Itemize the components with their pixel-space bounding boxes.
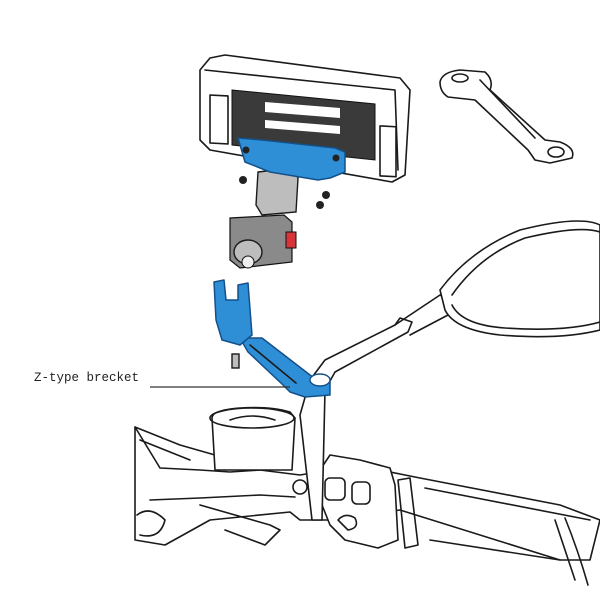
holder-mount-plate [237,137,346,181]
spare-z-bracket-inset [439,69,574,164]
bolt [231,353,240,369]
z-type-bracket [213,279,331,398]
mirror [299,220,600,521]
lock-knob-block [229,214,297,269]
handlebar [134,406,600,586]
callout-label-z-type-bracket: Z-type brecket [34,371,140,385]
screw-heads [239,146,340,209]
